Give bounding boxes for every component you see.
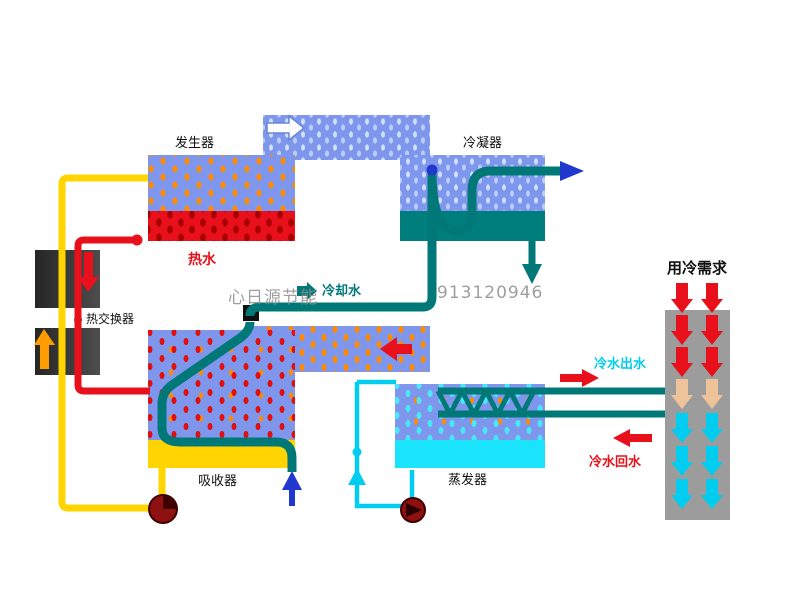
condenser-label: 冷凝器 xyxy=(463,136,503,151)
watermark-text: 心日源节能 xyxy=(228,288,318,308)
chilled-water-return-label: 冷水回水 xyxy=(589,455,642,470)
evaporator-label: 蒸发器 xyxy=(448,473,488,488)
evaporator-water-section xyxy=(395,440,545,468)
absorber-label: 吸收器 xyxy=(198,474,238,489)
generator-hot-section xyxy=(148,211,295,241)
cooling-water-outlet-arrow xyxy=(560,161,584,181)
generator-label: 发生器 xyxy=(175,136,215,151)
absorber-inlet-arrow xyxy=(282,471,302,506)
condensate-drain-arrow xyxy=(522,241,542,284)
absorber-vessel xyxy=(148,330,295,440)
vapor-duct xyxy=(263,115,430,160)
pipe-joint-dot xyxy=(352,447,362,457)
heat-exchanger-label: 热交换器 xyxy=(86,311,135,326)
cooling-demand-label: 用冷需求 xyxy=(667,259,728,277)
evaporator-vessel xyxy=(395,384,545,440)
solution-pump xyxy=(148,494,178,524)
heat-exchanger-stripe: 热交换器 xyxy=(30,308,155,328)
flow-up-arrow xyxy=(348,468,366,485)
chilled-water-supply-label: 冷水出水 xyxy=(594,357,647,372)
refrigerant-pump xyxy=(400,497,426,523)
generator-vessel xyxy=(148,155,295,211)
cooling-load-block xyxy=(665,310,730,520)
condenser-vessel xyxy=(400,155,545,211)
watermark-phone: 913120946 xyxy=(437,283,544,303)
hot-water-label: 热水 xyxy=(188,252,216,268)
cooling-water-label: 冷却水 xyxy=(322,284,362,299)
chilled-return-arrow xyxy=(613,429,652,447)
absorber-solution-section xyxy=(148,440,295,468)
condenser-water-section xyxy=(400,211,545,241)
